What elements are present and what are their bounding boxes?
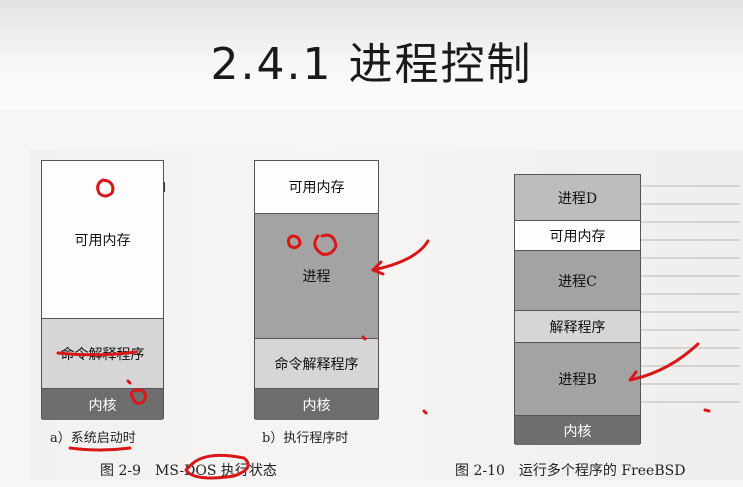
block-label: 可用内存 [74, 232, 131, 249]
annotation-circle-kernel [129, 388, 148, 405]
block-label: 进程C [558, 273, 597, 290]
annotation-dot [703, 408, 711, 413]
page-title: 2.4.1 进程控制 [210, 39, 533, 90]
block-kernel: 内核 [255, 388, 378, 420]
annotation-circle-process-2 [313, 233, 338, 256]
block-label: 进程B [558, 372, 597, 388]
caption-a: a）系统启动时 [50, 431, 136, 446]
annotation-dot [126, 379, 132, 385]
block-label: 命令解释程序 [274, 356, 359, 373]
block-label: 内核 [88, 397, 117, 414]
annotation-arrow-process [371, 239, 430, 276]
block-free-memory: 可用内存 [515, 220, 640, 250]
block-label: 进程 [302, 269, 331, 285]
block-kernel: 内核 [42, 388, 163, 420]
block-free-memory: 可用内存 [42, 161, 163, 318]
annotation-dot [361, 335, 367, 341]
block-free-memory: 可用内存 [255, 161, 378, 213]
annotation-underline-interpreter [56, 350, 138, 357]
annotation-circle-msdos [184, 453, 250, 480]
block-kernel: 内核 [515, 415, 640, 445]
block-label: 内核 [302, 397, 331, 414]
caption-b: b）执行程序时 [262, 431, 349, 446]
block-label: 解释程序 [549, 319, 606, 336]
annotation-mark-a [96, 178, 115, 198]
memory-diagram-startup: 可用内存 命令解释程序 内核 [41, 160, 164, 420]
block-label: 可用内存 [549, 228, 606, 245]
block-process-b: 进程B [515, 342, 640, 415]
block-label: 进程D [557, 190, 598, 207]
block-process-c: 进程C [515, 250, 640, 310]
block-process-d: 进程D [515, 175, 640, 220]
block-process: 进程 [255, 213, 378, 338]
title-bar [0, 0, 743, 110]
block-label: 内核 [563, 423, 592, 440]
memory-diagram-running: 可用内存 进程 命令解释程序 内核 [254, 160, 379, 420]
stray-mark [164, 182, 165, 192]
annotation-mark-process-1 [286, 234, 302, 250]
annotation-dot [422, 409, 428, 415]
block-interpreter: 解释程序 [515, 310, 640, 342]
block-label: 可用内存 [288, 180, 345, 196]
annotation-arrow-process-b [628, 342, 700, 382]
figure-caption-2-10: 图 2-10 运行多个程序的 FreeBSD [455, 463, 686, 479]
memory-diagram-freebsd: 进程D 可用内存 进程C 解释程序 进程B 内核 [514, 174, 641, 445]
block-command-interpreter: 命令解释程序 [255, 338, 378, 388]
annotation-underline-startup [68, 446, 132, 452]
